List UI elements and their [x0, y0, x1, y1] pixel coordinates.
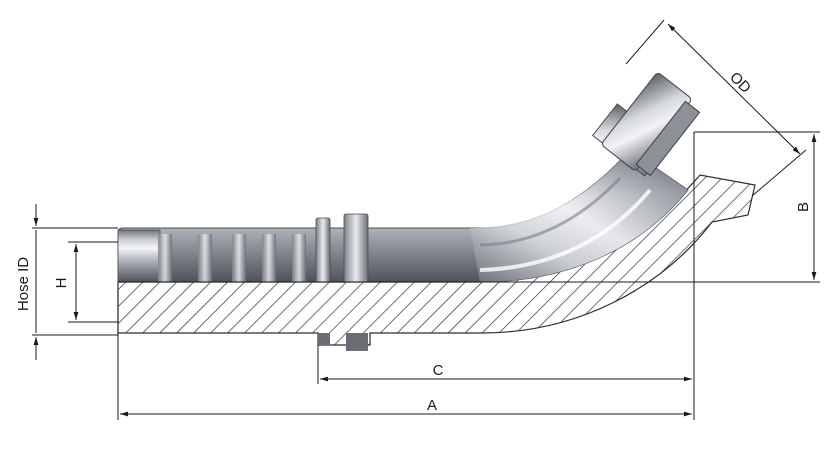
dim-od-label: OD — [726, 69, 754, 97]
collar-ring-left — [315, 217, 331, 283]
dimension-a: A — [120, 397, 692, 417]
barb-5 — [262, 234, 276, 282]
dimension-b: B — [795, 134, 817, 280]
dim-h-label: H — [53, 278, 70, 289]
fitting-body — [117, 73, 756, 351]
collar-section-left — [318, 333, 330, 345]
hose-barbs — [117, 229, 306, 283]
barb-1 — [117, 229, 161, 283]
bend-highlight — [479, 188, 652, 272]
dim-hose-id-label: Hose ID — [15, 257, 32, 311]
bend-shadow — [479, 176, 622, 247]
flange-head — [591, 73, 701, 177]
dim-a-label: A — [427, 397, 437, 414]
barb-6 — [292, 234, 306, 282]
dimension-od: OD — [667, 23, 801, 155]
dimension-hose-id: Hose ID — [15, 204, 39, 360]
bend-section — [470, 150, 688, 282]
collar-section-right — [346, 333, 368, 351]
barb-2 — [158, 234, 172, 282]
dim-c-label: C — [433, 362, 444, 379]
dimension-h: H — [53, 244, 79, 320]
dimension-c: C — [320, 362, 692, 382]
barb-3 — [198, 234, 212, 282]
collar-ring-right — [343, 213, 369, 283]
dim-b-label: B — [795, 202, 812, 212]
barb-4 — [232, 234, 246, 282]
